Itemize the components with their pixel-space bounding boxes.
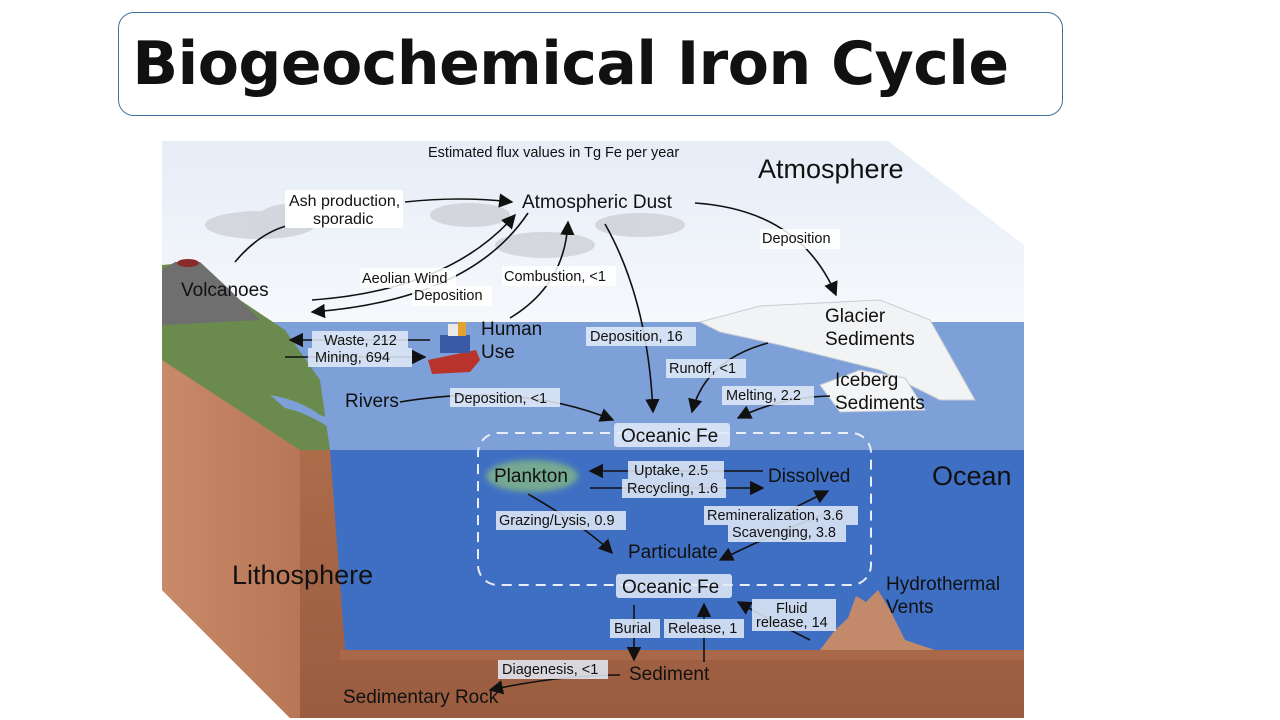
node-rivers: Rivers — [345, 391, 399, 412]
flux-ash-2: sporadic — [313, 211, 373, 228]
flux-waste: Waste, 212 — [324, 333, 397, 349]
label-backgrounds-water — [308, 327, 858, 679]
plankton-glow — [486, 460, 578, 492]
subtitle: Estimated flux values in Tg Fe per year — [428, 145, 679, 161]
flux-deposition-16: Deposition, 16 — [590, 329, 683, 345]
ship-icon — [428, 322, 480, 374]
node-particulate: Particulate — [628, 542, 718, 563]
flux-runoff: Runoff, <1 — [669, 361, 736, 377]
flux-grazing: Grazing/Lysis, 0.9 — [499, 513, 615, 529]
flux-burial: Burial — [614, 621, 651, 637]
region-lithosphere: Lithosphere — [232, 560, 373, 590]
node-hydrothermal-1: Hydrothermal — [886, 574, 1000, 595]
node-oceanic-fe-bottom: Oceanic Fe — [622, 577, 719, 598]
hydrothermal-vents-shape — [820, 590, 935, 650]
node-iceberg-2: Sediments — [835, 393, 925, 414]
flux-ash-1: Ash production, — [289, 193, 400, 210]
page-title: Biogeochemical Iron Cycle — [132, 29, 1009, 99]
glacier-shape — [698, 299, 976, 401]
node-atmospheric-dust: Atmospheric Dust — [522, 192, 673, 213]
volcano-crater — [177, 259, 199, 267]
node-dissolved: Dissolved — [768, 466, 850, 487]
node-sedimentary-rock: Sedimentary Rock — [343, 687, 499, 708]
label-backgrounds — [285, 190, 840, 306]
node-glacier-1: Glacier — [825, 306, 886, 327]
flux-scavenging: Scavenging, 3.8 — [732, 525, 836, 541]
iceberg-shape — [819, 369, 926, 413]
node-sediment: Sediment — [629, 664, 710, 685]
cliff-face — [162, 360, 300, 718]
arrow-ash — [404, 193, 514, 208]
node-glacier-2: Sediments — [825, 329, 915, 350]
flux-deposition-rivers: Deposition, <1 — [454, 391, 547, 407]
flux-remineralization: Remineralization, 3.6 — [707, 508, 843, 524]
flux-fluid-2: release, 14 — [756, 615, 828, 631]
river-shape — [270, 395, 335, 428]
flux-mining: Mining, 694 — [315, 350, 390, 366]
title-box: Biogeochemical Iron Cycle — [118, 12, 1063, 116]
clouds — [205, 203, 685, 258]
region-atmosphere: Atmosphere — [758, 154, 904, 184]
region-ocean: Ocean — [932, 461, 1012, 491]
flux-aeolian-dep: Deposition — [414, 288, 483, 304]
node-plankton: Plankton — [494, 466, 568, 487]
flux-combustion: Combustion, <1 — [504, 269, 606, 285]
flux-uptake: Uptake, 2.5 — [634, 463, 708, 479]
flux-release: Release, 1 — [668, 621, 737, 637]
flux-diagenesis: Diagenesis, <1 — [502, 662, 598, 678]
flux-recycling: Recycling, 1.6 — [627, 481, 718, 497]
node-human-use-2: Use — [481, 342, 515, 363]
volcano-shape — [162, 262, 260, 325]
flux-fluid-1: Fluid — [776, 601, 807, 617]
node-iceberg-1: Iceberg — [835, 370, 898, 391]
node-oceanic-fe-top: Oceanic Fe — [621, 426, 718, 447]
flux-melting: Melting, 2.2 — [726, 388, 801, 404]
node-human-use-1: Human — [481, 319, 542, 340]
arrow-dep16 — [604, 223, 660, 414]
arrow-volcano-ash — [234, 224, 291, 263]
node-volcanoes: Volcanoes — [181, 280, 269, 301]
node-hydrothermal-2: Vents — [886, 597, 934, 618]
flux-deposition-glacier: Deposition — [762, 231, 831, 247]
flux-aeolian: Aeolian Wind — [362, 271, 447, 287]
